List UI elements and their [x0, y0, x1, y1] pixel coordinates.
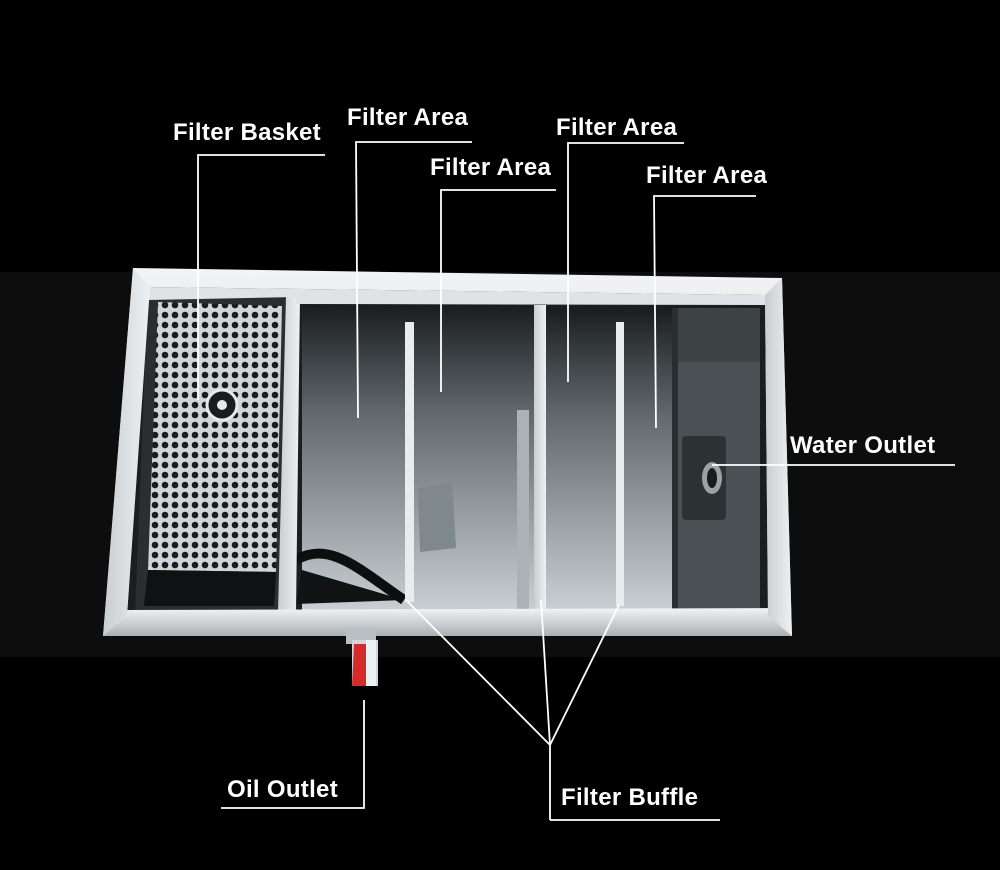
leader-filter-area-2 [440, 189, 556, 392]
water-outlet-pipe [682, 436, 726, 520]
label-water-outlet: Water Outlet [790, 432, 936, 459]
label-filter-buffle: Filter Buffle [561, 784, 699, 811]
leader-buffle-b [405, 599, 551, 746]
filter-basket [144, 302, 282, 606]
label-filter-area-1: Filter Area [347, 104, 469, 131]
label-filter-area-4: Filter Area [646, 162, 768, 189]
leader-buffle-c [540, 599, 551, 746]
leader-filter-area-1 [355, 141, 472, 419]
leader-filter-basket [197, 154, 325, 400]
oil-outlet-valve [346, 628, 378, 686]
leader-lines [197, 141, 955, 821]
leader-oil-outlet [221, 700, 365, 809]
label-filter-basket: Filter Basket [173, 119, 321, 146]
leader-filter-area-4 [653, 195, 756, 429]
label-filter-area-3: Filter Area [556, 114, 678, 141]
leader-filter-area-3 [567, 142, 684, 382]
leader-buffle-d [549, 604, 620, 746]
label-filter-area-2: Filter Area [430, 154, 552, 181]
label-oil-outlet: Oil Outlet [227, 776, 338, 803]
